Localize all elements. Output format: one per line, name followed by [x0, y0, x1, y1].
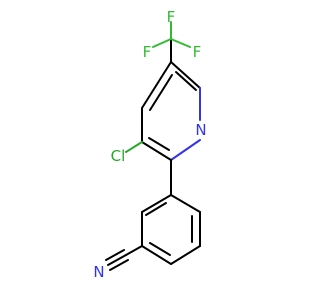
bond-b1-b2-inner [145, 202, 167, 216]
nitrile-nitrogen-label: N [93, 263, 104, 281]
nitrile-triple-a [107, 254, 127, 266]
bond-c6-c6-inner [175, 71, 197, 91]
bond-b6-b1 [170, 194, 201, 213]
bond-c4-c5-inner [149, 74, 173, 111]
bond-c2-c3-inner [148, 137, 170, 151]
bond-b2-cn [125, 245, 143, 256]
bond-c-f-left [152, 38, 172, 48]
bond-c4-c5 [141, 61, 172, 109]
bond-c-f-right [170, 38, 191, 48]
nitrile-triple-c [109, 259, 129, 271]
bond-b3-b4 [141, 245, 172, 265]
pyridine-nitrogen-label: N [195, 121, 206, 139]
chlorine-label: Cl [111, 147, 126, 165]
fluorine-label-top: F [167, 8, 176, 26]
fluorine-label-left: F [143, 43, 152, 61]
bond-b4-b5 [170, 245, 201, 265]
structure-diagram: F F F Cl N N [93, 8, 206, 281]
bond-c3-cl [125, 141, 143, 153]
bond-c5-c6 [170, 61, 201, 89]
bond-b3-b4-inner [149, 242, 171, 256]
bond-c2-c3 [141, 141, 172, 161]
bond-b1-b2 [141, 194, 172, 213]
fluorine-label-right: F [193, 43, 202, 61]
molecule-canvas: F F F Cl N N [93, 8, 206, 281]
nitrile-triple-b [105, 249, 125, 261]
bond-n1-c2 [170, 139, 201, 161]
